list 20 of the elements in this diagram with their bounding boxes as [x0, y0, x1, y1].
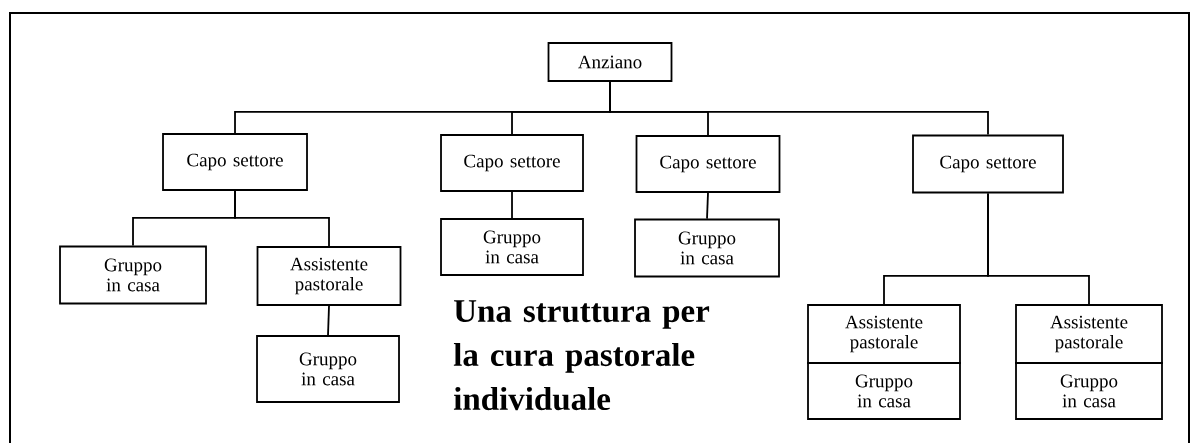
org-box: Assistente pastorale — [256, 246, 402, 306]
diagram-title: Una struttura per la cura pastorale individuale — [453, 300, 710, 411]
org-box: Gruppo in casa — [807, 362, 961, 420]
org-box: Gruppo in casa — [256, 335, 400, 403]
connector-line — [706, 192, 709, 220]
connector-line — [234, 190, 330, 247]
org-box: Capo settore — [912, 134, 1064, 194]
org-box: Capo settore — [162, 133, 308, 191]
org-box: Assistente pastorale — [807, 304, 961, 364]
org-box: Capo settore — [635, 135, 781, 193]
org-box: Anziano — [547, 42, 673, 82]
org-box: Assistente pastorale — [1015, 304, 1163, 364]
org-box: Gruppo in casa — [59, 245, 207, 305]
org-box: Capo settore — [440, 134, 584, 192]
org-box: Gruppo in casa — [634, 218, 780, 278]
org-box: Gruppo in casa — [1015, 362, 1163, 420]
connector-line — [511, 191, 513, 219]
connector-line — [327, 305, 330, 336]
connector-line — [987, 192, 1090, 305]
org-box: Gruppo in casa — [440, 218, 584, 276]
